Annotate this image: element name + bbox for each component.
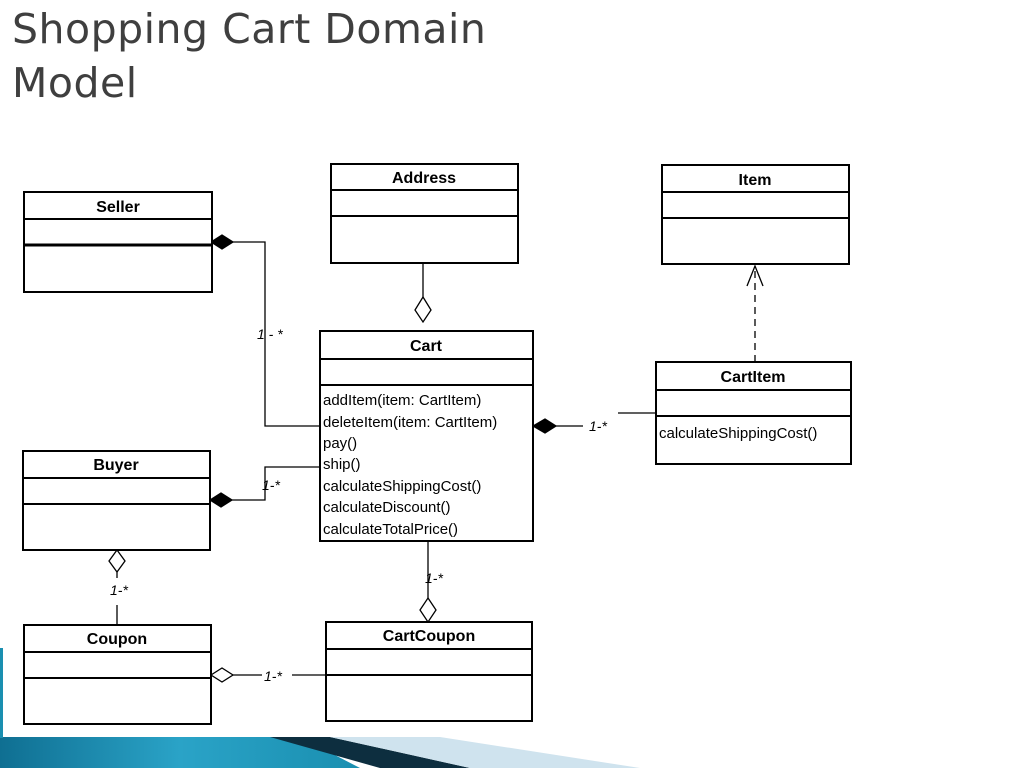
multiplicity-seller-cart: 1 - * xyxy=(257,326,283,342)
class-cart-name: Cart xyxy=(410,338,443,355)
title-line-1: Shopping Cart Domain xyxy=(12,5,487,53)
seller-composition-diamond xyxy=(209,234,235,250)
cart-operation: pay() xyxy=(323,435,357,452)
dependency-arrowhead xyxy=(746,264,764,287)
cart-operation: calculateShippingCost() xyxy=(323,478,481,495)
address-aggregation-diamond xyxy=(414,295,432,324)
coupon-aggregation-diamond xyxy=(209,667,235,683)
class-cartitem xyxy=(655,361,852,465)
class-cartcoupon xyxy=(325,621,533,722)
slide-title: Shopping Cart Domain Model xyxy=(12,2,486,110)
class-coupon-name: Coupon xyxy=(87,631,147,648)
multiplicity-buyer-cart: 1-* xyxy=(262,477,280,493)
class-buyer xyxy=(22,450,211,551)
seller-cart-association xyxy=(233,241,320,427)
class-cart xyxy=(319,330,534,542)
class-buyer-name: Buyer xyxy=(93,457,138,474)
class-cartitem-name: CartItem xyxy=(721,369,786,386)
footer-band xyxy=(0,648,1024,768)
class-item-name: Item xyxy=(739,172,772,189)
cart-operation: calculateDiscount() xyxy=(323,499,451,516)
buyer-cart-association xyxy=(232,466,320,501)
cart-composition-diamond xyxy=(531,418,558,434)
cart-operation: calculateTotalPrice() xyxy=(323,521,458,538)
class-item xyxy=(661,164,850,265)
cart-operation: addItem(item: CartItem) xyxy=(323,392,481,409)
class-seller xyxy=(23,191,213,293)
title-line-2: Model xyxy=(12,59,138,107)
multiplicity-buyer-coupon: 1-* xyxy=(110,582,128,598)
buyer-composition-diamond xyxy=(208,492,234,508)
class-address-name: Address xyxy=(392,170,456,187)
class-cartcoupon-name: CartCoupon xyxy=(383,628,475,645)
cart-operation: deleteItem(item: CartItem) xyxy=(323,414,497,431)
buyer-aggregation-diamond xyxy=(108,548,126,574)
cartitem-operation: calculateShippingCost() xyxy=(659,425,817,442)
cart-operation: ship() xyxy=(323,456,361,473)
cartcoupon-aggregation-diamond xyxy=(419,596,437,624)
class-seller-name: Seller xyxy=(96,199,140,216)
multiplicity-cart-cartcoupon: 1-* xyxy=(425,570,443,586)
class-address xyxy=(330,163,519,264)
class-coupon xyxy=(23,624,212,725)
multiplicity-cart-cartitem: 1-* xyxy=(589,418,607,434)
multiplicity-coupon-cartcoupon: 1-* xyxy=(264,668,282,684)
